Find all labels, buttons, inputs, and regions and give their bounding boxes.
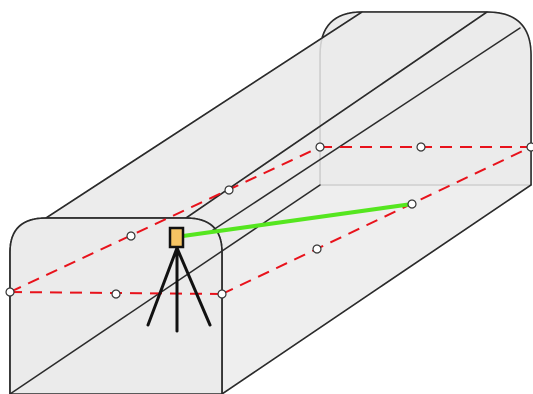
edge-top-right [185,11,488,219]
survey-point-3 [217,289,227,299]
total-station-icon [146,226,212,333]
survey-point-2 [111,289,121,299]
survey-points [5,142,533,299]
tunnel-edges [9,11,532,394]
near-portal-outline [9,217,223,394]
edge-bottom-left [9,184,321,394]
scan-line-right [221,146,532,295]
survey-point-5 [224,185,234,195]
edge-top-left [45,11,363,219]
scan-line-left [9,146,321,293]
tripod-leg-left [146,246,179,327]
survey-point-7 [416,142,426,152]
survey-point-9 [407,199,417,209]
survey-point-10 [312,244,322,254]
near-tunnel-portal [9,217,223,394]
tripod-leg-right [175,246,212,327]
survey-point-1 [5,287,15,297]
edge-bottom-right [221,184,532,394]
edge-crown-right [209,27,521,233]
measurement-beam [181,202,414,238]
survey-point-8 [526,142,533,152]
survey-point-6 [315,142,325,152]
survey-point-4 [126,231,136,241]
instrument-head [168,226,185,249]
